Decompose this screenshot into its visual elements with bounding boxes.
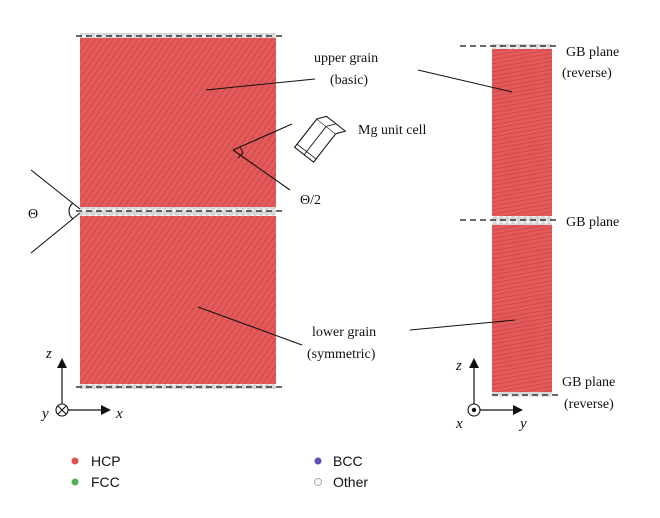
legend: HCP FCC BCC Other	[71, 453, 368, 490]
lower-grain-leader-right	[409, 319, 516, 331]
upper-grain-leader	[205, 78, 316, 91]
right-axis-y: y	[518, 416, 527, 432]
upper-grain-sublabel: (basic)	[330, 73, 368, 88]
right-upper-block	[492, 48, 552, 218]
legend-swatch-bcc	[314, 457, 322, 465]
legend-swatch-other	[314, 478, 322, 486]
right-axes: z x y	[455, 358, 527, 432]
left-bicrystal	[76, 33, 284, 389]
legend-item-bcc: BCC	[314, 453, 363, 469]
theta-half-label: Θ/2	[300, 193, 321, 208]
left-axis-x: x	[115, 406, 123, 422]
upper-grain-block	[80, 37, 276, 207]
upper-grain-label: upper grain	[314, 51, 378, 66]
legend-swatch-hcp	[71, 457, 79, 465]
theta-label: Θ	[28, 207, 38, 222]
lower-grain-leader	[197, 306, 303, 346]
mg-unit-cell-label: Mg unit cell	[358, 123, 427, 138]
gb-plane-center-label: GB plane	[566, 215, 619, 230]
legend-item-other: Other	[314, 474, 368, 490]
lower-grain-block	[80, 216, 276, 386]
legend-label-hcp: HCP	[91, 453, 121, 469]
theta-wedge: Θ	[28, 169, 81, 254]
mg-unit-cell-icon	[293, 115, 347, 163]
left-axes: z y x	[40, 346, 123, 422]
left-axis-y: y	[40, 406, 49, 422]
gb-plane-bottom-label: GB plane	[562, 375, 615, 390]
theta-half-bracket: Θ/2	[232, 123, 321, 208]
upper-grain-leader-right	[417, 69, 513, 93]
legend-label-other: Other	[333, 474, 368, 490]
right-bicrystal	[460, 44, 560, 397]
gb-plane-top-sublabel: (reverse)	[562, 66, 612, 81]
right-axis-z: z	[455, 358, 462, 374]
legend-item-hcp: HCP	[71, 453, 121, 469]
lower-grain-sublabel: (symmetric)	[307, 347, 376, 362]
gb-plane-top-label: GB plane	[566, 45, 619, 60]
right-axis-x: x	[455, 416, 463, 432]
gb-plane-bottom-sublabel: (reverse)	[564, 397, 614, 412]
lower-grain-label: lower grain	[312, 325, 376, 340]
right-lower-block	[492, 225, 552, 395]
legend-label-fcc: FCC	[91, 474, 120, 490]
legend-label-bcc: BCC	[333, 453, 363, 469]
legend-item-fcc: FCC	[71, 474, 120, 490]
legend-swatch-fcc	[71, 478, 79, 486]
left-axis-z: z	[45, 346, 52, 362]
